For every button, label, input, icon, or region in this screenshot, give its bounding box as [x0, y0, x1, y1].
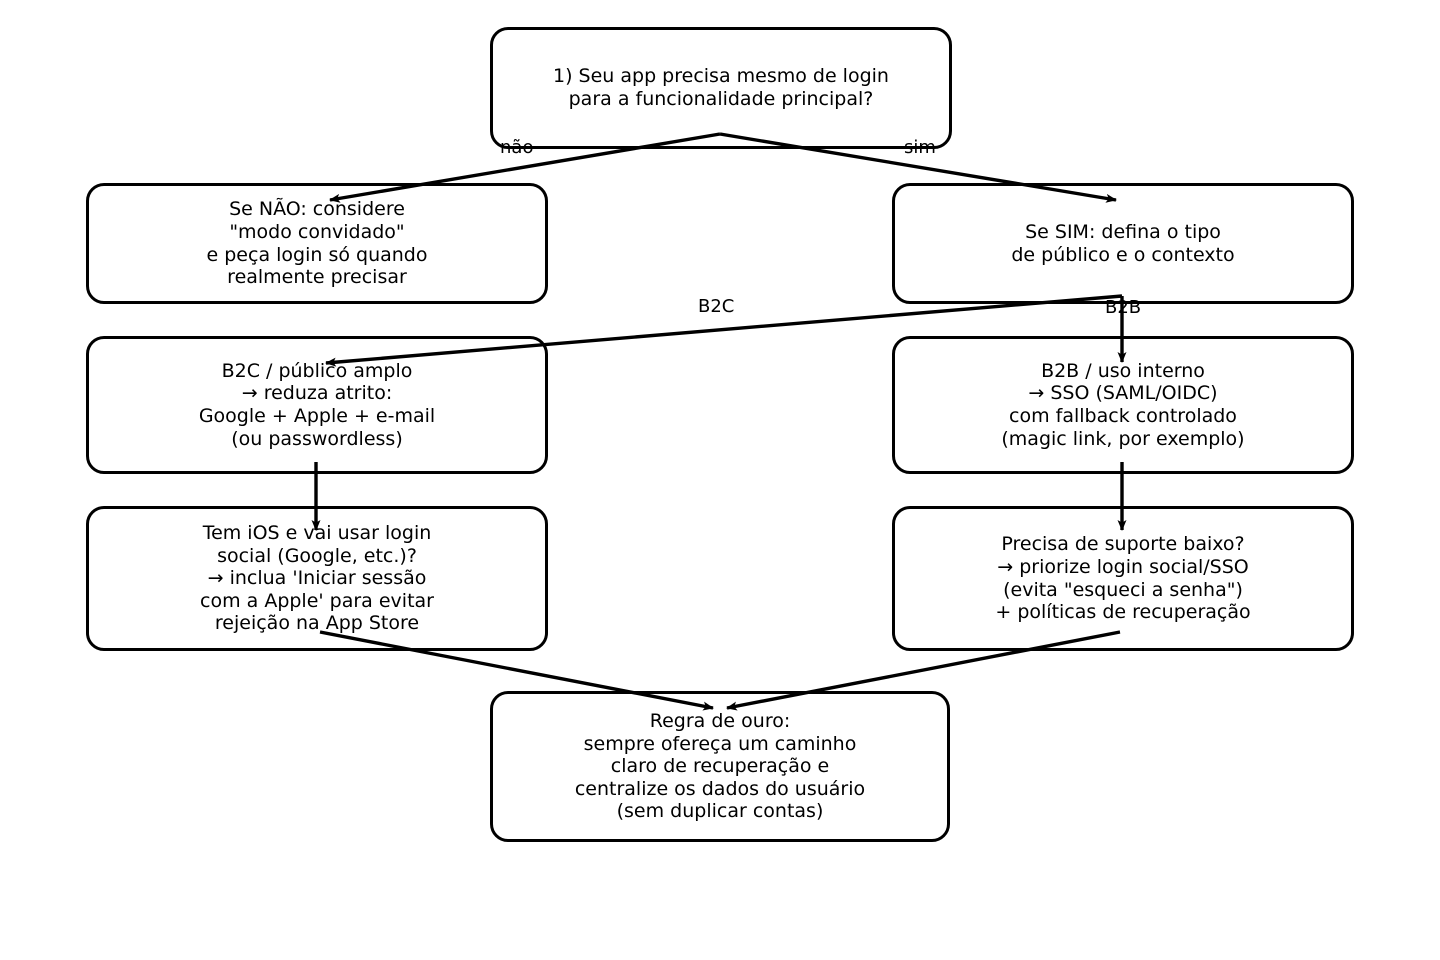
node-suporte-baixo[interactable]: Precisa de suporte baixo? → priorize log…	[892, 506, 1354, 651]
edge-label-nao: não	[500, 137, 534, 158]
node-regra-de-ouro[interactable]: Regra de ouro: sempre ofereça um caminho…	[490, 691, 950, 842]
edge-label-sim: sim	[904, 137, 936, 158]
node-b2c[interactable]: B2C / público amplo → reduza atrito: Goo…	[86, 336, 548, 474]
node-se-nao[interactable]: Se NÃO: considere "modo convidado" e peç…	[86, 183, 548, 304]
node-q1[interactable]: 1) Seu app precisa mesmo de login para a…	[490, 27, 952, 149]
edge-label-b2b: B2B	[1105, 297, 1142, 318]
edge-label-b2c: B2C	[698, 296, 735, 317]
node-ios-apple[interactable]: Tem iOS e vai usar login social (Google,…	[86, 506, 548, 651]
node-b2b[interactable]: B2B / uso interno → SSO (SAML/OIDC) com …	[892, 336, 1354, 474]
node-se-sim[interactable]: Se SIM: defina o tipo de público e o con…	[892, 183, 1354, 304]
